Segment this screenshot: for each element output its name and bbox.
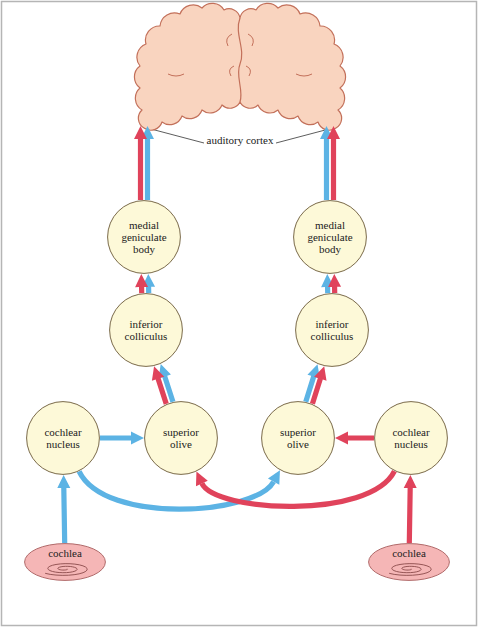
leader-line: [276, 129, 329, 143]
nucleus-node: superior olive: [261, 401, 335, 475]
cochlea-spiral: [45, 564, 87, 576]
cochlea-organ: cochlea: [368, 543, 450, 581]
pathway-arrow: [100, 432, 144, 445]
brain-outline: [134, 3, 345, 130]
nucleus-circle: [27, 402, 100, 475]
arrow-head: [196, 472, 208, 487]
pathway-arrow: [196, 471, 394, 506]
node-label: superior olive: [151, 426, 211, 450]
straight-arrow: [57, 475, 70, 543]
straight-arrow: [404, 475, 417, 543]
brain-sulcus: [230, 66, 234, 76]
nucleus-node: inferior colliculus: [109, 293, 183, 367]
nucleus-node: cochlear nucleus: [374, 401, 448, 475]
nucleus-node: superior olive: [144, 401, 218, 475]
nucleus-circle: [108, 201, 181, 274]
nucleus-circle: [294, 201, 367, 274]
node-label: auditory cortex: [138, 134, 342, 146]
straight-arrow: [310, 366, 327, 404]
straight-arrow: [134, 126, 147, 200]
node-label: cochlea: [48, 547, 82, 559]
straight-arrow: [335, 432, 374, 445]
node-outline: [138, 4, 342, 132]
pathway-arrow: [134, 126, 147, 200]
brain-sulcus: [227, 34, 232, 46]
brain-fissure: [238, 18, 241, 102]
straight-arrow: [100, 432, 144, 445]
brain-sulcus: [248, 34, 253, 46]
pathway-arrow: [135, 274, 148, 293]
node-label: medial geniculate body: [114, 219, 174, 255]
nucleus-node: medial geniculate body: [107, 200, 181, 274]
cochlea-spiral: [389, 564, 431, 576]
brain-sulcus: [296, 74, 312, 76]
nucleus-node: cochlear nucleus: [26, 401, 100, 475]
pathway-arrow: [335, 432, 374, 445]
node-label: inferior colliculus: [116, 318, 176, 342]
straight-arrow: [135, 274, 148, 293]
nucleus-circle: [110, 294, 183, 367]
pathway-arrow: [152, 366, 169, 404]
pathway-arrow: [310, 366, 327, 404]
node-label: cochlear nucleus: [33, 426, 93, 450]
nucleus-circle: [262, 402, 335, 475]
straight-arrow: [152, 366, 169, 404]
cochlea-outline: [25, 544, 106, 581]
nucleus-node: inferior colliculus: [295, 293, 369, 367]
brain-sulcus: [246, 66, 250, 76]
node-label: superior olive: [268, 426, 328, 450]
nucleus-circle: [145, 402, 218, 475]
nucleus-circle: [375, 402, 448, 475]
leader-line: [151, 129, 204, 143]
pathway-arrow: [404, 475, 417, 543]
curved-shaft: [202, 471, 395, 506]
nucleus-circle: [296, 294, 369, 367]
cochlea-outline: [369, 544, 450, 581]
pathway-arrow: [328, 274, 341, 293]
node-label: inferior colliculus: [302, 318, 362, 342]
straight-arrow: [327, 126, 340, 200]
pathway-arrow: [57, 475, 70, 543]
nucleus-node: medial geniculate body: [293, 200, 367, 274]
brain-region: auditory cortex: [138, 4, 342, 132]
node-label: cochlear nucleus: [381, 426, 441, 450]
straight-arrow: [328, 274, 341, 293]
cochlea-organ: cochlea: [24, 543, 106, 581]
pathway-arrow: [327, 126, 340, 200]
node-label: medial geniculate body: [300, 219, 360, 255]
node-label: cochlea: [392, 547, 426, 559]
arrow-head: [268, 470, 280, 485]
brain-sulcus: [168, 74, 184, 76]
